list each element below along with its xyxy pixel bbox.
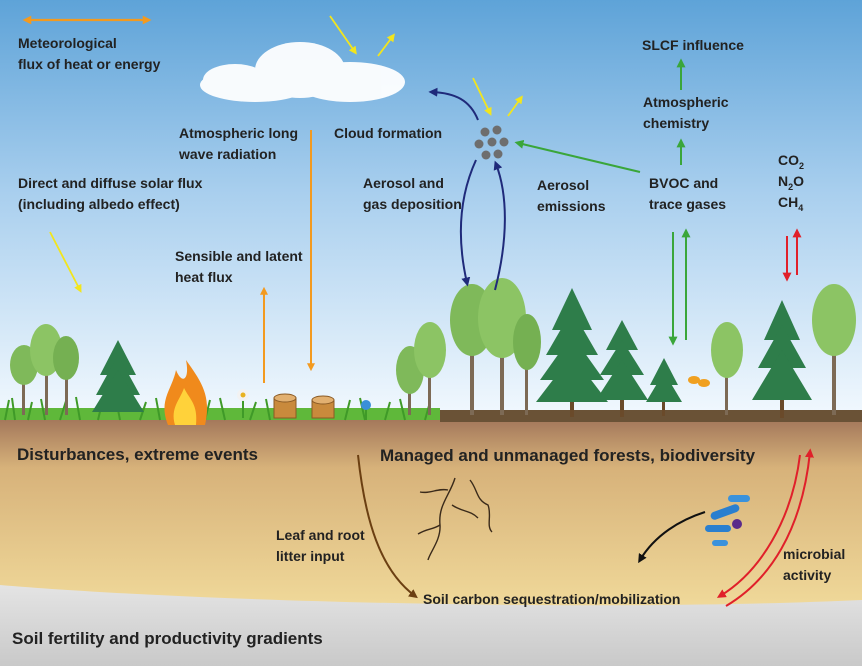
microbial-arrow-out [716,454,801,598]
direct-solar-line-1: Direct and diffuse solar flux [18,175,203,191]
leaf-root-line-2: litter input [276,548,345,564]
bvoc-label: BVOC and trace gases [649,173,726,215]
roots-drawing [417,477,493,561]
n2o-tail: O [793,173,805,189]
ch4-base: CH [778,194,799,210]
flowers [237,389,371,420]
leaf-root-label: Leaf and root litter input [276,525,365,567]
ch4-label: CH4 [778,194,803,213]
left-conifer [92,340,144,412]
cloud-formation-arrow [428,87,479,121]
atmospheric-chemistry-line-2: chemistry [643,115,710,131]
meteorological-line-2: flux of heat or energy [18,56,161,72]
soil-fertility-band [0,585,862,666]
co2-sub: 2 [799,160,805,171]
meteorological-line-1: Meteorological [18,35,117,51]
n2o-label: N2O [778,173,804,192]
tree-stumps [273,393,335,419]
microbial-label: microbial activity [783,544,845,586]
deposition-arrow-up [493,160,506,291]
atmospheric-longwave-line-2: wave radiation [179,146,277,162]
solar-arrow-cloud-in [329,15,357,55]
right-trees [711,284,856,418]
atmospheric-chemistry-line-1: Atmospheric [643,94,729,110]
microbial-line-2: activity [783,567,832,583]
center-conifers [536,288,682,417]
atmospheric-longwave-line-1: Atmospheric long [179,125,299,141]
atmospheric-chemistry-label: Atmospheric chemistry [643,92,729,134]
aerosol-gas-deposition-label: Aerosol and gas deposition [363,173,462,215]
direct-solar-line-2: (including albedo effect) [18,196,180,212]
solar-arrow-cloud-out [377,33,395,57]
aerosol-emissions-label: Aerosol emissions [537,175,605,217]
aerosol-emissions-arrow [514,139,641,173]
soil-carbon-label: Soil carbon sequestration/mobilization [423,591,681,607]
aerosol-gas-deposition-line-1: Aerosol and [363,175,444,191]
cloud [200,42,405,102]
litter-input-arrow [357,454,418,599]
aerosol-emissions-line-2: emissions [537,198,606,214]
solar-arrow-left [49,231,82,293]
slcf-label: SLCF influence [642,37,744,53]
disturbances-label: Disturbances, extreme events [17,445,258,464]
wildfire [164,360,208,425]
n2o-base: N [778,173,789,189]
butterfly-icon [688,376,710,387]
microbes [705,495,750,546]
sensible-latent-label: Sensible and latent heat flux [175,246,303,288]
microbial-line-1: microbial [783,546,846,562]
middle-deciduous-trees [396,278,541,415]
n2o-sub: 2 [788,181,794,192]
sensible-latent-line-1: Sensible and latent [175,248,303,264]
soil-fertility-label: Soil fertility and productivity gradient… [12,629,323,648]
aerosol-particles [474,125,509,160]
cloud-formation-label: Cloud formation [334,125,443,141]
solar-arrow-aerosol-in [472,77,492,116]
leaf-root-line-1: Leaf and root [276,527,365,543]
solar-arrow-aerosol-out [507,95,523,117]
meteorological-label: Meteorological flux of heat or energy [18,33,160,75]
direct-solar-label: Direct and diffuse solar flux (including… [18,173,202,215]
microbes-to-soil-arrow [638,511,706,564]
forest-floor [440,410,862,422]
sensible-latent-line-2: heat flux [175,269,233,285]
aerosol-gas-deposition-line-2: gas deposition [363,196,462,212]
aerosol-emissions-line-1: Aerosol [537,177,590,193]
deposition-arrow-down [459,159,477,287]
left-deciduous-trees [10,324,79,415]
co2-label: CO2 [778,152,804,171]
bvoc-line-2: trace gases [649,196,727,212]
microbial-arrow-in [725,448,814,607]
co2-base: CO [778,152,799,168]
atmospheric-longwave-label: Atmospheric long wave radiation [179,123,298,165]
ch4-sub: 4 [798,202,804,213]
managed-forests-label: Managed and unmanaged forests, biodivers… [380,446,756,465]
bvoc-line-1: BVOC and [649,175,719,191]
